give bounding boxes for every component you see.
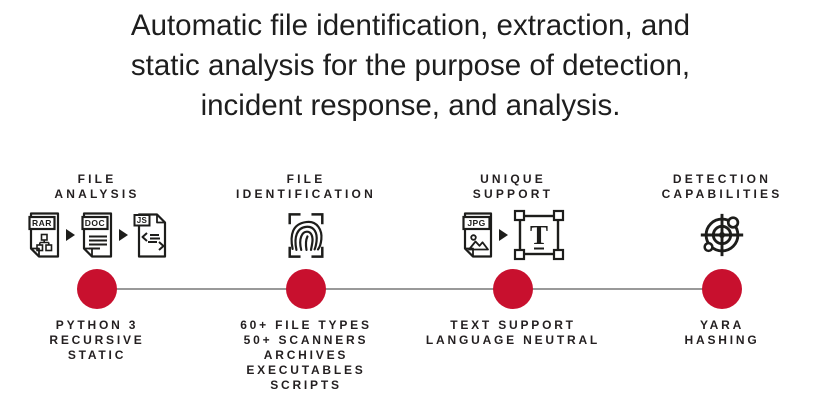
feature-column-detection-capabilities: DETECTION CAPABILITIES YARA HASHING — [612, 172, 821, 347]
heading-line: CAPABILITIES — [661, 187, 783, 201]
text-transform-icon: T — [513, 209, 564, 261]
detail-line: YARA — [699, 318, 745, 332]
heading-line: DETECTION — [672, 172, 772, 186]
heading-line: IDENTIFICATION — [236, 187, 376, 201]
heading-line: SUPPORT — [472, 187, 554, 201]
detail-line: SCRIPTS — [270, 378, 342, 392]
feature-column-file-identification: FILE IDENTIFICATION 60+ — [196, 172, 416, 392]
timeline-line — [97, 288, 722, 290]
detail-line: STATIC — [67, 348, 127, 362]
title-line: incident response, and analysis. — [200, 89, 621, 122]
detail-line: RECURSIVE — [49, 333, 145, 347]
column-detail: TEXT SUPPORT LANGUAGE NEUTRAL — [403, 318, 623, 348]
fingerprint-icon — [288, 212, 324, 258]
timeline-dot — [493, 269, 533, 309]
column-heading: UNIQUE SUPPORT — [403, 172, 623, 202]
detail-line: HASHING — [684, 333, 760, 347]
timeline-dot — [286, 269, 326, 309]
timeline-dot — [77, 269, 117, 309]
title-line: Automatic file identification, extractio… — [130, 9, 691, 42]
column-heading: FILE ANALYSIS — [0, 172, 207, 202]
column-heading: DETECTION CAPABILITIES — [612, 172, 821, 202]
icon-row — [612, 201, 821, 269]
heading-line: UNIQUE — [480, 172, 546, 186]
arrow-right-icon — [498, 229, 508, 241]
detail-line: 50+ SCANNERS — [243, 333, 369, 347]
jpg-file-icon: JPG — [461, 212, 492, 258]
arrow-right-icon — [66, 229, 75, 241]
feature-column-file-analysis: FILE ANALYSIS RAR — [0, 172, 207, 362]
column-detail: YARA HASHING — [612, 318, 821, 348]
detail-line: 60+ FILE TYPES — [240, 318, 372, 332]
detail-line: TEXT SUPPORT — [450, 318, 576, 332]
column-detail: PYTHON 3 RECURSIVE STATIC — [0, 318, 207, 363]
svg-text:JPG: JPG — [467, 218, 485, 228]
heading-line: FILE — [77, 172, 117, 186]
svg-text:RAR: RAR — [32, 218, 52, 228]
detail-line: PYTHON 3 — [55, 318, 139, 332]
column-detail: 60+ FILE TYPES 50+ SCANNERS ARCHIVES EXE… — [196, 318, 416, 393]
svg-text:DOC: DOC — [85, 218, 105, 228]
column-heading: FILE IDENTIFICATION — [196, 172, 416, 202]
icon-row — [196, 201, 416, 269]
heading-line: ANALYSIS — [54, 187, 140, 201]
heading-line: FILE — [286, 172, 326, 186]
svg-text:JS: JS — [137, 216, 148, 225]
icon-row: JPG T — [403, 201, 623, 269]
js-file-icon: JS — [133, 213, 167, 258]
icon-row: RAR DOC — [0, 201, 207, 269]
timeline-dot — [702, 269, 742, 309]
title-line: static analysis for the purpose of detec… — [130, 49, 691, 82]
arrow-right-icon — [119, 229, 128, 241]
doc-file-icon: DOC — [81, 212, 113, 258]
svg-text:T: T — [529, 220, 547, 250]
detail-line: LANGUAGE NEUTRAL — [425, 333, 601, 347]
detail-line: ARCHIVES — [263, 348, 349, 362]
rar-file-icon: RAR — [28, 212, 60, 258]
detail-line: EXECUTABLES — [246, 363, 366, 377]
page-title: Automatic file identification, extractio… — [0, 6, 821, 126]
feature-column-unique-support: UNIQUE SUPPORT JPG — [403, 172, 623, 347]
radar-target-icon — [700, 213, 744, 257]
